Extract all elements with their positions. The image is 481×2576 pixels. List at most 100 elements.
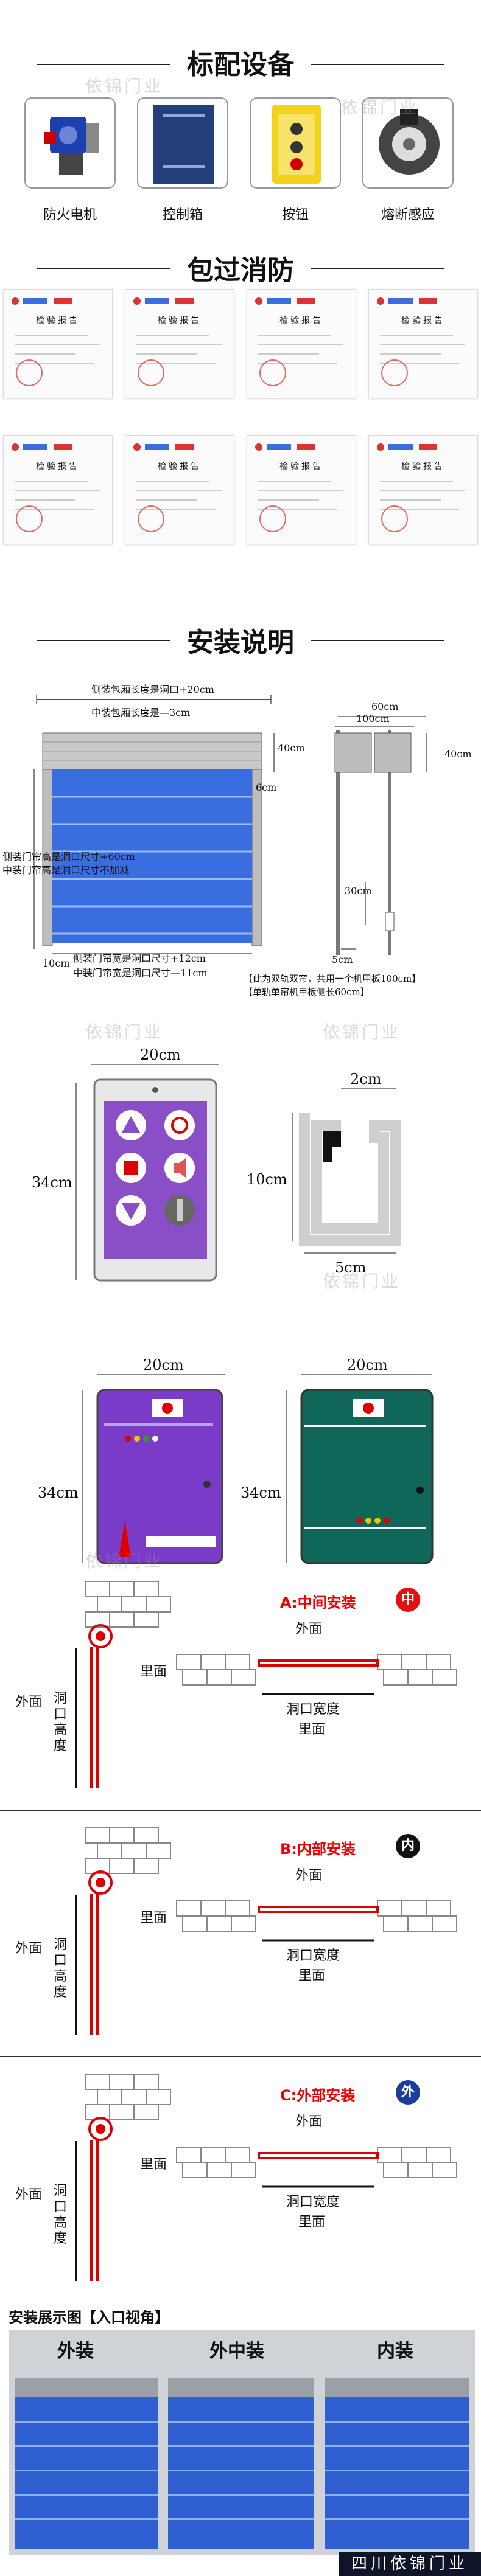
mount-left-height: 洞口高度 [54,1937,68,2000]
test-report: 检验报告 [125,289,234,398]
title-rule-right [311,640,444,641]
mount-badge: 内 [396,1834,420,1858]
seal-icon [381,505,408,532]
dim-h34-right: 34cm [240,1484,281,1501]
dim-r5: 5cm [332,954,353,965]
control-box-icon [153,105,214,184]
button-panel-diagram: 20cm 34cm 2cm 10cm 5cm [0,1040,481,1332]
report-heading: 检验报告 [36,462,80,471]
mount-inner-label: 里面 [298,2215,326,2230]
dim-h10: 10cm [247,1171,287,1188]
equipment-tile-control-box [137,97,228,189]
seal-icon [259,359,286,386]
mount-diagram: A:中间安装中外面里面洞口宽度里面外面洞口高度 [0,1569,481,1807]
mount-title: B:内部安装 [280,1841,356,1858]
report-heading: 检验报告 [401,462,445,471]
equipment-label-control-box: 控制箱 [162,207,203,223]
mount-inner-label-left: 里面 [140,1911,167,1926]
seal-icon [259,505,286,532]
showcase-label-outer: 外装 [57,2341,94,2362]
mount-width-label: 洞口宽度 [286,1948,340,1963]
dim-w5: 5cm [335,1259,367,1276]
dim-r30: 30cm [345,885,372,897]
mount-left-outer: 外面 [15,2187,43,2203]
mount-title: A:中间安装 [280,1594,356,1611]
title-rule-left [37,640,170,641]
test-report: 检验报告 [125,435,234,544]
fuse-sensor-icon [379,109,440,175]
dim-bottom-a: 侧装门帘宽是洞口尺寸+12cm [73,953,206,964]
dim-r40: 40cm [444,748,472,760]
dim-side-b: 中装门帘高是洞口尺寸不加减 [2,864,130,876]
seal-icon [381,359,408,386]
equipment-label-fuse: 熔断感应 [381,207,435,223]
mount-inner-label: 里面 [298,1968,326,1984]
report-logo-icon [133,443,194,451]
report-heading: 检验报告 [279,462,323,471]
test-report: 检验报告 [247,289,356,398]
equipment-title: 标配设备 [187,49,294,80]
equipment-tile-fuse [362,97,454,189]
dim-w20: 20cm [140,1046,181,1063]
dim-h34: 34cm [32,1174,72,1191]
title-rule-left [37,268,170,269]
report-heading: 检验报告 [158,316,202,325]
showcase-label-outer-middle: 外中装 [209,2341,264,2362]
showcase-door-inner [325,2378,469,2549]
mount-outer-label: 外面 [295,2114,323,2130]
test-report: 检验报告 [368,289,478,398]
mount-badge: 中 [396,1588,420,1612]
watermark: 依锦门业 [323,1022,401,1042]
dim-6: 6cm [256,782,277,793]
door-dimension-diagram: 侧装包厢长度是洞口+20cm 中装包厢长度是—3cm 40cm 6cm 侧装门帘… [0,681,481,1010]
mount-width-label: 洞口宽度 [286,1702,340,1717]
mount-badge: 外 [396,2080,420,2105]
report-heading: 检验报告 [158,462,202,471]
mount-width-label: 洞口宽度 [286,2195,340,2210]
test-report: 检验报告 [3,289,113,398]
test-report: 检验报告 [368,435,478,544]
report-heading: 检验报告 [36,316,80,325]
dim-bottom-b: 中装门帘宽是洞口尺寸—11cm [73,967,208,979]
mount-diagram: C:外部安装外外面里面洞口宽度里面外面洞口高度 [0,2056,481,2299]
showcase-label-inner: 内装 [377,2341,413,2362]
motor-icon [44,117,99,175]
report-logo-icon [377,443,437,451]
seal-icon [16,505,43,532]
mount-left-outer: 外面 [15,1695,43,1710]
fire-title: 包过消防 [187,255,294,286]
equipment-tile-button [250,97,341,189]
report-heading: 检验报告 [279,316,323,325]
note-a: 【此为双轨双帘，共用一个机甲板100cm】 [244,973,421,984]
equipment-tile-motor [24,97,116,189]
seal-icon [16,359,43,386]
install-title: 安装说明 [187,627,294,658]
dim-w2: 2cm [350,1071,382,1088]
equipment-label-button: 按钮 [281,207,309,223]
seal-icon [138,359,164,386]
mount-outer-label: 外面 [295,1868,323,1883]
dim-top-b: 中装包厢长度是—3cm [91,707,191,718]
dim-r100: 100cm [356,713,390,724]
mount-outer-label: 外面 [295,1622,323,1637]
showcase-door-outer-middle [168,2378,314,2549]
showcase-door-outer [15,2378,158,2549]
test-report: 检验报告 [3,435,113,544]
report-logo-icon [133,297,194,305]
seal-icon [138,505,164,532]
mount-inner-label-left: 里面 [140,1664,167,1679]
brand-logo: 四川依锦门业 [339,2552,481,2576]
dim-r60: 60cm [371,701,399,712]
dim-w20-left: 20cm [143,1356,184,1373]
dim-side-a: 侧装门帘高是洞口尺寸+60cm [2,851,135,863]
mount-title: C:外部安装 [280,2087,356,2104]
control-box-diagram: 20cm 20cm 34cm 34cm [0,1356,481,1588]
report-logo-icon [377,297,437,305]
title-rule-left [37,64,170,65]
report-logo-icon [255,443,315,451]
dim-top-a: 侧装包厢长度是洞口+20cm [91,684,214,695]
report-logo-icon [12,297,72,305]
showcase-panel: 外装 外中装 内装 [9,2330,475,2555]
mount-diagram: B:内部安装内外面里面洞口宽度里面外面洞口高度 [0,1810,481,2053]
mount-left-height: 洞口高度 [54,2184,68,2246]
